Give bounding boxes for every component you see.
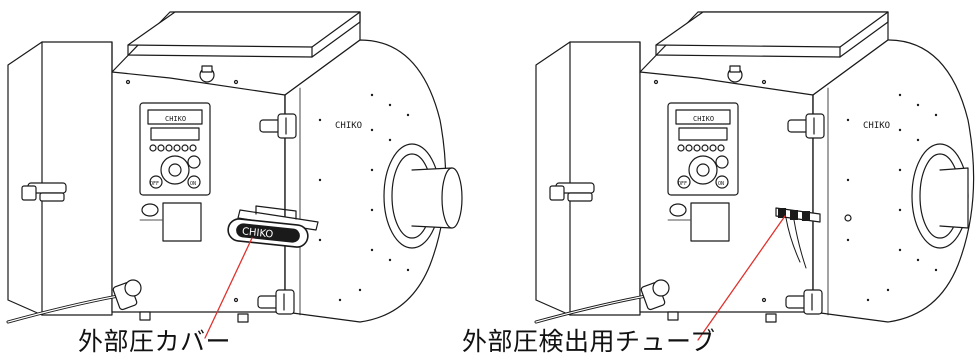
top-lid [655, 11, 889, 83]
caption-external-pressure-tube: 外部圧検出用チューブ [462, 327, 716, 356]
leader-line-left [204, 237, 253, 339]
power-cable [534, 279, 670, 324]
cover-logo: CHIKO [241, 226, 273, 240]
top-lid [127, 11, 361, 83]
exhaust-port [383, 143, 463, 249]
emblem [667, 203, 691, 221]
control-panel: CHIKO OFF ON [139, 102, 211, 196]
panel-brand: CHIKO [693, 115, 714, 123]
latch-lower [257, 289, 295, 315]
rear-housing [7, 41, 113, 316]
dust-collector-unit-right: CHIKO CHIKO [534, 11, 975, 341]
emblem [139, 203, 163, 221]
on-button-label: ON [190, 181, 196, 187]
latch-lower [785, 289, 823, 315]
blank-plate [162, 202, 202, 242]
external-pressure-tube [775, 207, 852, 269]
off-button-label: OFF [150, 181, 159, 187]
latch-left [21, 182, 67, 202]
feet [139, 311, 249, 323]
dust-collector-unit-left: CHIKO CHIKO [6, 11, 463, 339]
feet [667, 311, 777, 323]
on-button-label: ON [718, 181, 724, 187]
panel-brand: CHIKO [165, 115, 186, 123]
caption-external-pressure-cover: 外部圧カバー [78, 327, 232, 356]
exhaust-port [911, 143, 969, 249]
latch-upper [787, 113, 825, 139]
latch-left [549, 182, 595, 202]
side-housing [812, 39, 975, 323]
side-logo: CHIKO [335, 121, 362, 131]
leader-line-right [697, 215, 786, 341]
power-cable [6, 279, 142, 324]
side-logo: CHIKO [863, 121, 890, 131]
rear-housing [535, 41, 641, 316]
latch-upper [259, 113, 297, 139]
control-panel: CHIKO OFF ON [667, 102, 739, 196]
off-button-label: OFF [678, 181, 687, 187]
blank-plate [690, 202, 730, 242]
